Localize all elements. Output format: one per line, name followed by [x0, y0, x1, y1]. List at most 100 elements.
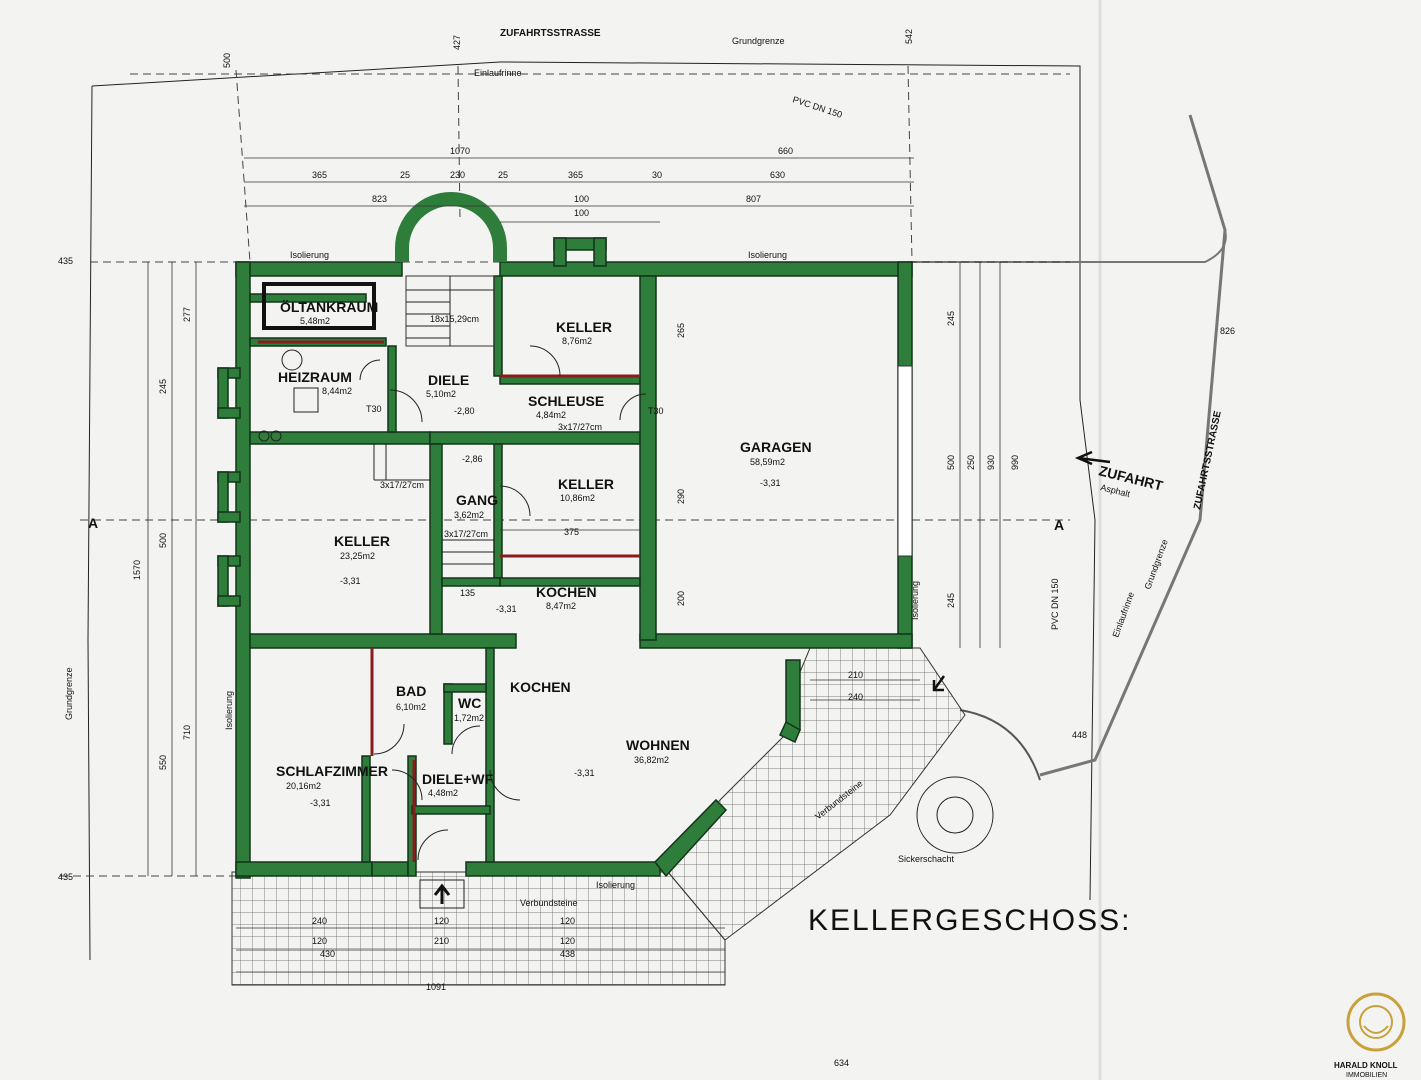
svg-text:100: 100 [574, 194, 589, 204]
svg-text:630: 630 [770, 170, 785, 180]
svg-text:430: 430 [320, 949, 335, 959]
level-markers: -3,31 -3,31 -3,31 -3,31 -3,31 -2,80 -2,8… [310, 406, 781, 808]
level-value: -3,31 [340, 576, 361, 586]
svg-text:1091: 1091 [426, 982, 446, 992]
svg-text:500: 500 [222, 53, 232, 68]
cellar-stair [373, 444, 430, 481]
room-labels: ÖLTANKRAUM 5,48m2 HEIZRAUM 8,44m2 DIELE … [276, 299, 812, 798]
property-boundary [91, 61, 1096, 901]
room-area: 6,10m2 [396, 702, 426, 712]
svg-text:25: 25 [400, 170, 410, 180]
axis-v1 [235, 69, 251, 263]
oil-tank-box [262, 282, 376, 330]
stair-tower [395, 192, 507, 262]
level-value: -3,31 [574, 768, 595, 778]
room-name: GARAGEN [740, 439, 812, 455]
room-area: 8,47m2 [546, 601, 576, 611]
svg-text:30: 30 [652, 170, 662, 180]
svg-text:245: 245 [946, 311, 956, 326]
level-value: -3,31 [310, 798, 331, 808]
logo-line1: HARALD KNOLL [1334, 1061, 1398, 1070]
label-einlaufrinne: Einlaufrinne [474, 68, 522, 78]
company-logo: HARALD KNOLL IMMOBILIEN [1334, 992, 1406, 1079]
svg-text:634: 634 [834, 1058, 849, 1068]
svg-text:930: 930 [986, 455, 996, 470]
svg-text:375: 375 [564, 527, 579, 537]
svg-text:438: 438 [560, 949, 575, 959]
left-window-bays [217, 367, 241, 607]
level-value: -3,31 [496, 604, 517, 614]
svg-text:807: 807 [746, 194, 761, 204]
label-isolierung-left: Isolierung [224, 691, 234, 730]
room-name: KELLER [558, 476, 614, 492]
room-area: 36,82m2 [634, 755, 669, 765]
stair-spec: 3x17/27cm [558, 422, 602, 432]
room-name: DIELE [428, 372, 469, 388]
svg-text:120: 120 [434, 916, 449, 926]
label-isolierung-bottom: Isolierung [596, 880, 635, 890]
stair-spec: 3x17/27cm [444, 529, 488, 539]
label-pvc-top: PVC DN 150 [791, 94, 843, 119]
soakaway-outer [916, 776, 994, 854]
room-area: 4,84m2 [536, 410, 566, 420]
svg-text:120: 120 [312, 936, 327, 946]
room-area: 5,48m2 [300, 316, 330, 326]
svg-text:500: 500 [946, 455, 956, 470]
room-area: 1,72m2 [454, 713, 484, 723]
room-name: ÖLTANKRAUM [280, 299, 378, 315]
label-sickerschacht: Sickerschacht [898, 854, 955, 864]
section-mark-right: A [1054, 517, 1064, 533]
boiler-icon [281, 349, 303, 371]
svg-text:365: 365 [312, 170, 327, 180]
svg-text:230: 230 [450, 170, 465, 180]
svg-text:277: 277 [182, 307, 192, 322]
section-mark-left: A [88, 515, 98, 531]
room-name: SCHLEUSE [528, 393, 604, 409]
south-terrace [231, 871, 726, 986]
entrance-arrow-icon [433, 883, 451, 904]
label-grundgrenze-right: Grundgrenze [1142, 538, 1169, 591]
svg-text:826: 826 [1220, 326, 1235, 336]
svg-text:542: 542 [904, 29, 914, 44]
svg-text:710: 710 [182, 725, 192, 740]
level-value: -2,80 [454, 406, 475, 416]
label-isolierung-right: Isolierung [910, 581, 920, 620]
svg-text:990: 990 [1010, 455, 1020, 470]
dimension-lines [147, 157, 1001, 973]
svg-text:427: 427 [452, 35, 462, 50]
partition-walls [258, 340, 640, 862]
room-name: KELLER [556, 319, 612, 335]
svg-text:100: 100 [574, 208, 589, 218]
label-t30-1: T30 [366, 404, 382, 414]
room-name: KOCHEN [510, 679, 571, 695]
svg-text:1070: 1070 [450, 146, 470, 156]
label-grundgrenze-top: Grundgrenze [732, 36, 785, 46]
label-isolierung-top-right: Isolierung [748, 250, 787, 260]
stair-spec: 18x15,29cm [430, 314, 479, 324]
room-name: KELLER [334, 533, 390, 549]
zufahrt-arrow-icon [1074, 450, 1111, 466]
svg-text:210: 210 [848, 670, 863, 680]
room-name: WC [458, 695, 481, 711]
svg-text:120: 120 [560, 936, 575, 946]
room-name: HEIZRAUM [278, 369, 352, 385]
svg-text:250: 250 [966, 455, 976, 470]
svg-text:660: 660 [778, 146, 793, 156]
east-terrace [667, 647, 966, 941]
garage-door [897, 365, 913, 557]
meter-icon [270, 430, 282, 442]
label-isolierung-top-left: Isolierung [290, 250, 329, 260]
meter-icon [258, 430, 270, 442]
room-name: GANG [456, 492, 498, 508]
main-stair [405, 275, 495, 347]
svg-text:290: 290 [676, 489, 686, 504]
room-area: 8,76m2 [562, 336, 592, 346]
label-t30-2: T30 [648, 406, 664, 416]
room-name: KOCHEN [536, 584, 597, 600]
svg-text:135: 135 [460, 588, 475, 598]
label-einlaufrinne-right: Einlaufrinne [1110, 591, 1136, 639]
access-road-join [910, 229, 1227, 263]
dimension-numbers: 1070 660 365 25 230 25 365 30 630 823 80… [58, 29, 1235, 1068]
room-name: DIELE+WF [422, 771, 494, 787]
